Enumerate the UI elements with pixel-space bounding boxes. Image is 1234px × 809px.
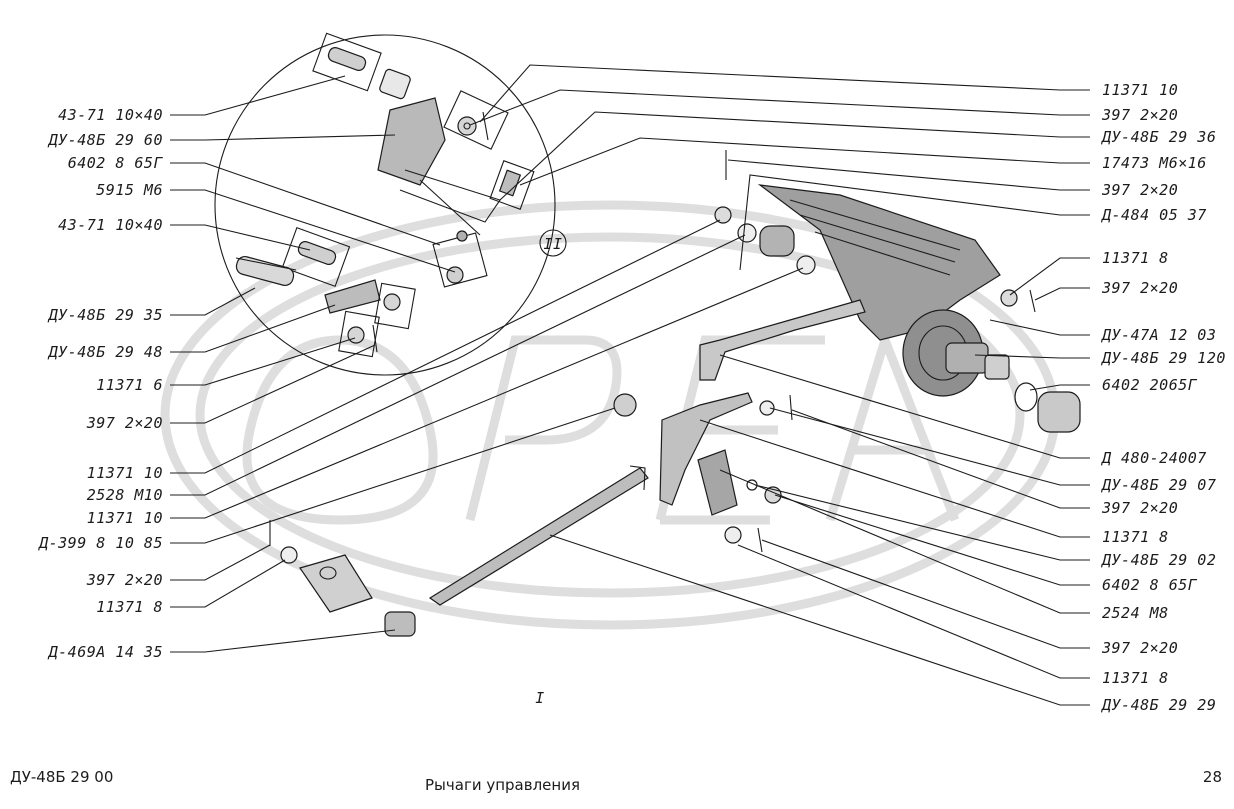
detail-ii-view: II xyxy=(214,32,567,376)
pin-10x40-lower xyxy=(281,226,351,288)
detail-circle xyxy=(214,34,556,376)
link-29-48 xyxy=(324,279,416,358)
callout-left-4: 5915 М6 xyxy=(96,181,163,199)
callout-left-10: 11371 10 xyxy=(87,464,163,482)
bolt-m6x16 xyxy=(489,160,535,210)
fork-d469 xyxy=(269,520,416,637)
callout-right-11: 6402 2065Г xyxy=(1102,376,1198,394)
view-i-label: I xyxy=(535,689,545,707)
callouts-right: 11371 10 397 2×20 ДУ-48Б 29 36 17473 М6×… xyxy=(1100,81,1226,714)
callout-left-11: 2528 М10 xyxy=(87,486,163,504)
hub-assembly xyxy=(902,289,1081,433)
page-number: 28 xyxy=(1203,768,1222,786)
callout-right-20: 11371 8 xyxy=(1102,669,1169,687)
callout-right-6: Д-484 05 37 xyxy=(1100,206,1207,224)
detail-ii-label: II xyxy=(543,235,562,253)
callout-left-8: 11371 6 xyxy=(96,376,163,394)
callout-right-4: 17473 М6×16 xyxy=(1102,154,1207,172)
callout-left-5: 43-71 10×40 xyxy=(58,216,163,234)
washer-pin-upper xyxy=(443,90,509,150)
callout-right-3: ДУ-48Б 29 36 xyxy=(1100,128,1216,146)
callout-right-5: 397 2×20 xyxy=(1101,181,1178,199)
callout-right-9: ДУ-47А 12 03 xyxy=(1100,326,1216,344)
callout-right-10: ДУ-48Б 29 120 xyxy=(1100,349,1226,367)
callout-left-7: ДУ-48Б 29 48 xyxy=(47,343,163,361)
callout-right-13: ДУ-48Б 29 07 xyxy=(1100,476,1216,494)
spring-group xyxy=(714,150,816,275)
callout-left-12: 11371 10 xyxy=(87,509,163,527)
rod-29-29 xyxy=(428,393,649,606)
callout-left-14: 397 2×20 xyxy=(86,571,163,589)
pin-29-35 xyxy=(235,255,297,287)
leader-lines xyxy=(170,64,1090,706)
callout-right-17: 6402 8 65Г xyxy=(1102,576,1198,594)
callout-left-16: Д-469А 14 35 xyxy=(47,643,163,661)
callout-right-19: 397 2×20 xyxy=(1101,639,1178,657)
callout-left-3: 6402 8 65Г xyxy=(68,154,164,172)
callout-left-9: 397 2×20 xyxy=(86,414,163,432)
callout-left-1: 43-71 10×40 xyxy=(58,106,163,124)
callout-right-16: ДУ-48Б 29 02 xyxy=(1100,551,1216,569)
callout-right-12: Д 480-24007 xyxy=(1100,449,1207,467)
callouts-left: 43-71 10×40 ДУ-48Б 29 60 6402 8 65Г 5915… xyxy=(37,106,163,661)
callout-right-2: 397 2×20 xyxy=(1101,106,1178,124)
callout-left-6: ДУ-48Б 29 35 xyxy=(47,306,163,324)
callout-left-15: 11371 8 xyxy=(96,598,163,616)
callout-right-21: ДУ-48Б 29 29 xyxy=(1100,696,1216,714)
detail-ii-marker xyxy=(539,229,567,257)
bracket-29-60 xyxy=(377,97,501,236)
callout-left-2: ДУ-48Б 29 60 xyxy=(47,131,163,149)
callout-right-18: 2524 М8 xyxy=(1102,604,1169,622)
callout-right-14: 397 2×20 xyxy=(1101,499,1178,517)
pin-10x40-upper xyxy=(312,32,411,100)
callout-left-13: Д-399 8 10 85 xyxy=(37,534,163,552)
doc-number: ДУ-48Б 29 00 xyxy=(10,768,113,786)
callout-right-1: 11371 10 xyxy=(1102,81,1178,99)
callout-right-15: 11371 8 xyxy=(1102,528,1169,546)
callout-right-8: 397 2×20 xyxy=(1101,279,1178,297)
sheet-title: Рычаги управления xyxy=(425,776,580,794)
nut-m6 xyxy=(432,230,488,288)
callout-right-7: 11371 8 xyxy=(1102,249,1169,267)
